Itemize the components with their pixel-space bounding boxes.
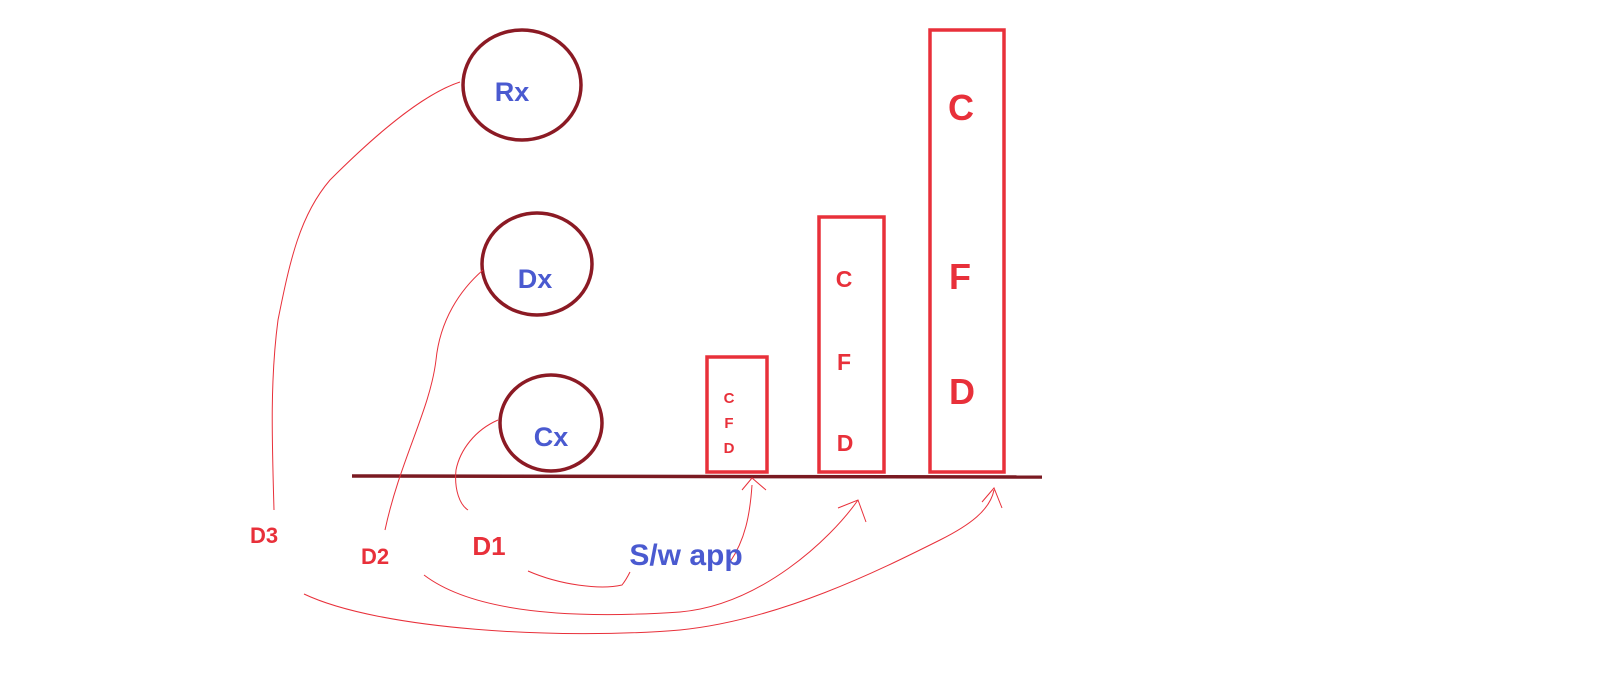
baseline bbox=[351, 474, 1043, 479]
curve-d1-to-cx bbox=[455, 419, 499, 511]
curve-app-to-small-box bbox=[729, 484, 753, 563]
box-large-shape bbox=[928, 28, 1006, 474]
box-large: C F D bbox=[928, 28, 1006, 474]
box-medium-letter-f: F bbox=[837, 349, 851, 375]
circle-cx-shape bbox=[498, 373, 604, 473]
label-d2: D2 bbox=[361, 544, 389, 569]
box-medium: C F D bbox=[817, 215, 886, 474]
arrowhead-medium-box bbox=[837, 499, 867, 523]
circle-dx-shape bbox=[480, 211, 594, 317]
circle-dx-label: Dx bbox=[518, 264, 553, 294]
box-small-letter-d: D bbox=[724, 440, 735, 457]
arrowhead-large-box bbox=[981, 487, 1003, 509]
box-medium-letter-d: D bbox=[837, 430, 854, 456]
circle-rx-label: Rx bbox=[495, 77, 530, 107]
box-large-letter-d: D bbox=[949, 371, 975, 412]
curve-d2-to-medium-box bbox=[423, 499, 859, 616]
circle-cx-label: Cx bbox=[534, 422, 569, 452]
label-sw-app: S/w app bbox=[629, 539, 742, 572]
label-d1: D1 bbox=[472, 531, 505, 561]
box-large-letter-f: F bbox=[949, 256, 971, 297]
circle-rx-shape bbox=[461, 28, 583, 142]
box-medium-letter-c: C bbox=[836, 266, 853, 292]
curve-d2-to-dx bbox=[384, 269, 484, 531]
circle-dx: Dx bbox=[480, 211, 594, 317]
curve-d1-to-app bbox=[527, 570, 631, 588]
box-large-letter-c: C bbox=[948, 87, 974, 128]
curve-d3-to-large-box bbox=[303, 489, 995, 635]
arrowhead-small-box bbox=[741, 477, 767, 491]
curve-d3-to-rx bbox=[271, 81, 461, 511]
circle-rx: Rx bbox=[461, 28, 583, 142]
box-small: C F D bbox=[705, 355, 769, 474]
box-medium-shape bbox=[817, 215, 886, 474]
box-small-shape bbox=[705, 355, 769, 474]
circle-cx: Cx bbox=[498, 373, 604, 473]
box-small-letter-c: C bbox=[724, 390, 735, 407]
box-small-letter-f: F bbox=[724, 415, 733, 432]
label-d3: D3 bbox=[250, 523, 278, 548]
